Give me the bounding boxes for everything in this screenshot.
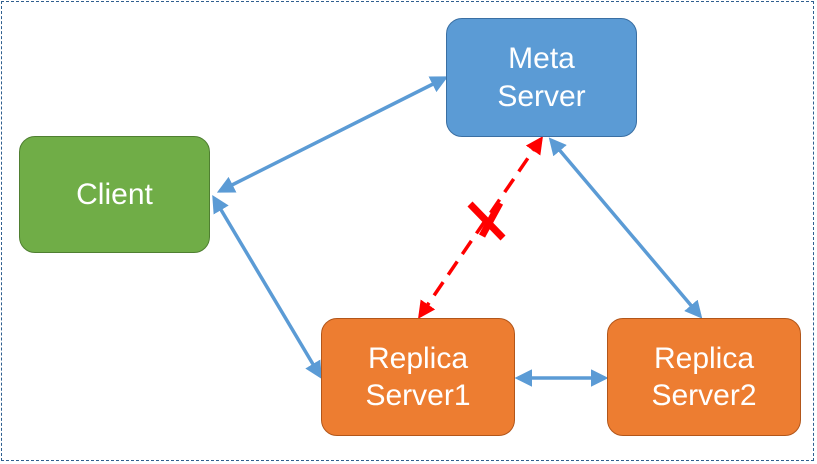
meta-server-node: Meta Server xyxy=(446,18,637,137)
cross-icon xyxy=(467,201,506,241)
client-node: Client xyxy=(19,136,210,253)
replica-server2-node: Replica Server2 xyxy=(607,318,801,436)
replica-server2-label-line2: Server2 xyxy=(651,379,757,412)
edge-meta-replica2 xyxy=(548,137,703,319)
edge-replica1-meta-broken xyxy=(418,136,543,319)
replica-server1-label-line2: Server1 xyxy=(365,379,471,412)
meta-server-label-line2: Server xyxy=(497,79,586,113)
replica-server2-label-line1: Replica xyxy=(653,341,755,375)
meta-server-label-line1: Meta xyxy=(508,42,575,75)
replica-server1-node: Replica Server1 xyxy=(321,318,515,436)
edge-client-meta xyxy=(216,76,449,193)
edge-client-replica1 xyxy=(212,194,322,380)
replica-server1-label-line1: Replica xyxy=(367,341,469,375)
client-label: Client xyxy=(76,177,153,211)
